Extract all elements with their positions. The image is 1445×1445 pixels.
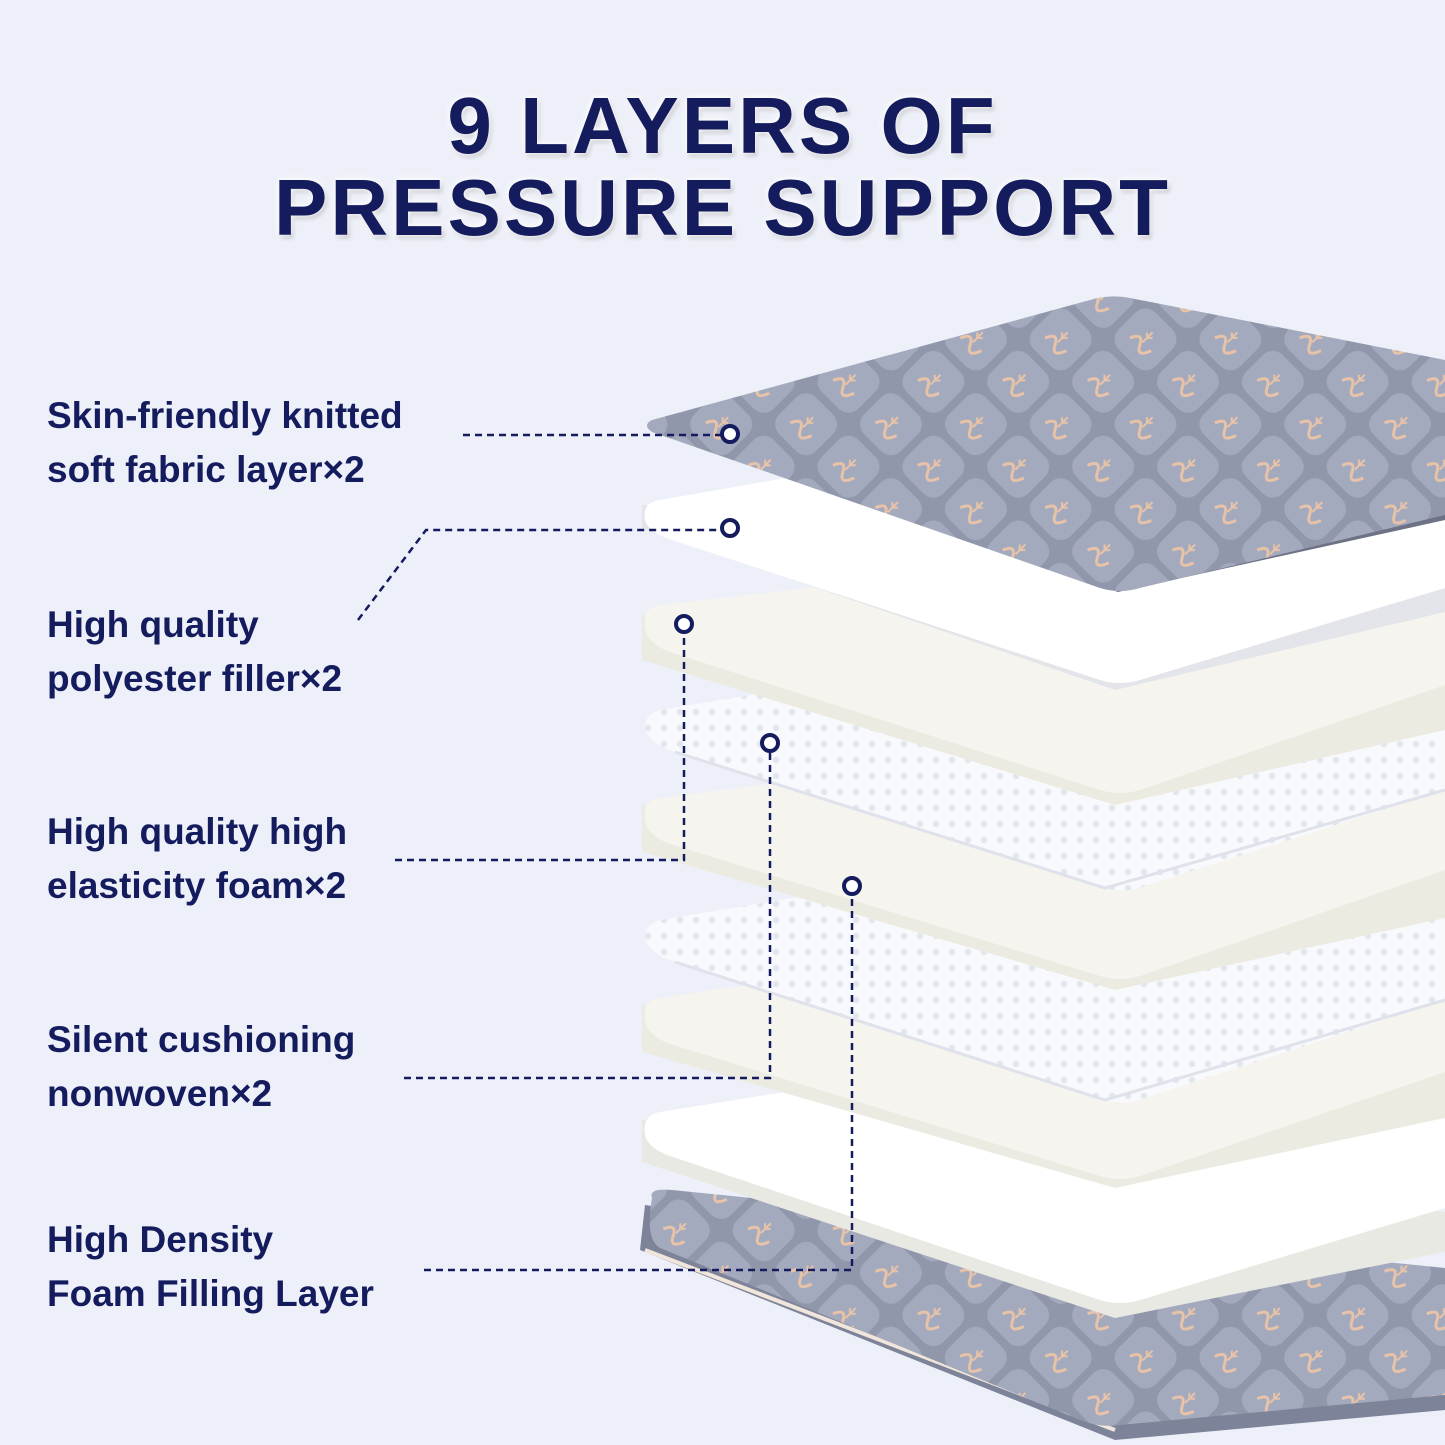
callout-leaders (357, 433, 854, 1272)
headline-line-2: PRESSURE SUPPORT (273, 163, 1172, 252)
leader-line-nonwoven (404, 745, 772, 1080)
label-foam-line-2: elasticity foam×2 (47, 865, 347, 906)
label-fabric-layer: Skin-friendly knitted soft fabric layer×… (47, 389, 403, 497)
label-polyester-line-2: polyester filler×2 (47, 658, 343, 699)
anchor-dot-density-foam (842, 876, 862, 896)
label-polyester-line-1: High quality (47, 604, 259, 645)
headline-line-1: 9 LAYERS OF (447, 81, 998, 170)
label-density-foam-line-2: Foam Filling Layer (47, 1273, 374, 1314)
label-nonwoven-layer: Silent cushioning nonwoven×2 (47, 1013, 355, 1121)
layer-top-fabric (645, 296, 1445, 592)
label-foam-line-1: High quality high (47, 811, 348, 852)
leader-line-polyester (357, 528, 728, 621)
leader-line-foam (395, 625, 686, 862)
label-density-foam-line-1: High Density (47, 1219, 274, 1260)
label-nonwoven-line-1: Silent cushioning (47, 1019, 356, 1060)
anchor-dot-nonwoven (760, 733, 780, 753)
label-fabric-line-1: Skin-friendly knitted (47, 395, 403, 436)
label-nonwoven-line-2: nonwoven×2 (47, 1073, 273, 1114)
anchor-dot-fabric (720, 424, 740, 444)
label-polyester-layer: High quality polyester filler×2 (47, 598, 342, 706)
anchor-dot-polyester (720, 518, 740, 538)
label-density-foam-layer: High Density Foam Filling Layer (47, 1213, 374, 1321)
callout-anchors (674, 424, 862, 896)
label-fabric-line-2: soft fabric layer×2 (47, 449, 365, 490)
label-foam-layer: High quality high elasticity foam×2 (47, 805, 347, 913)
anchor-dot-foam (674, 614, 694, 634)
